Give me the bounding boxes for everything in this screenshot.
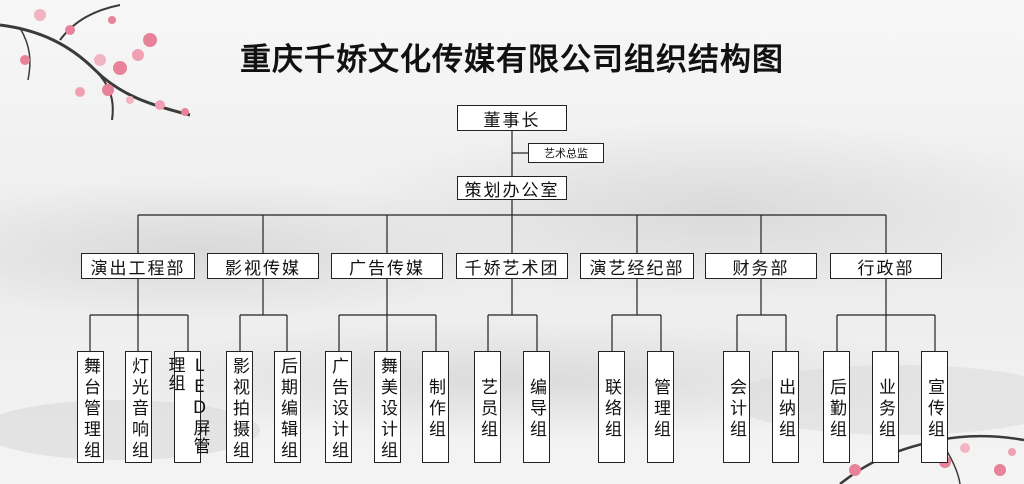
- group-accounting: 会计组: [723, 351, 750, 463]
- group-film-shooting: 影视拍摄组: [226, 351, 253, 463]
- art-director-node: 艺术总监: [528, 143, 604, 163]
- group-stage-design: 舞美设计组: [374, 351, 401, 463]
- group-choreography: 编导组: [523, 351, 550, 463]
- dept-performance-engineering: 演出工程部: [81, 253, 195, 279]
- dept-art-troupe: 千娇艺术团: [456, 253, 568, 279]
- group-stage-management: 舞台管理组: [77, 351, 104, 463]
- group-management: 管理组: [647, 351, 674, 463]
- group-post-editing: 后期编辑组: [274, 351, 301, 463]
- dept-film-media: 影视传媒: [207, 253, 319, 279]
- chairman-node: 董事长: [457, 105, 567, 131]
- dept-talent-agency: 演艺经纪部: [580, 253, 694, 279]
- plum-branch-top-left: [0, 4, 191, 121]
- group-ad-design: 广告设计组: [325, 351, 352, 463]
- dept-administration: 行政部: [830, 253, 942, 279]
- group-led-screen: LED屏管理组: [165, 351, 210, 463]
- dept-advertising-media: 广告传媒: [331, 253, 443, 279]
- group-publicity: 宣传组: [921, 351, 948, 463]
- dept-finance: 财务部: [705, 253, 817, 279]
- group-business: 业务组: [872, 351, 899, 463]
- chart-title: 重庆千娇文化传媒有限公司组织结构图: [240, 42, 784, 78]
- group-liaison: 联络组: [598, 351, 625, 463]
- planning-office-node: 策划办公室: [457, 176, 567, 201]
- group-logistics: 后勤组: [823, 351, 850, 463]
- group-lighting-sound: 灯光音响组: [125, 351, 152, 463]
- group-cashier: 出纳组: [772, 351, 799, 463]
- group-performers: 艺员组: [474, 351, 501, 463]
- group-production: 制作组: [422, 351, 449, 463]
